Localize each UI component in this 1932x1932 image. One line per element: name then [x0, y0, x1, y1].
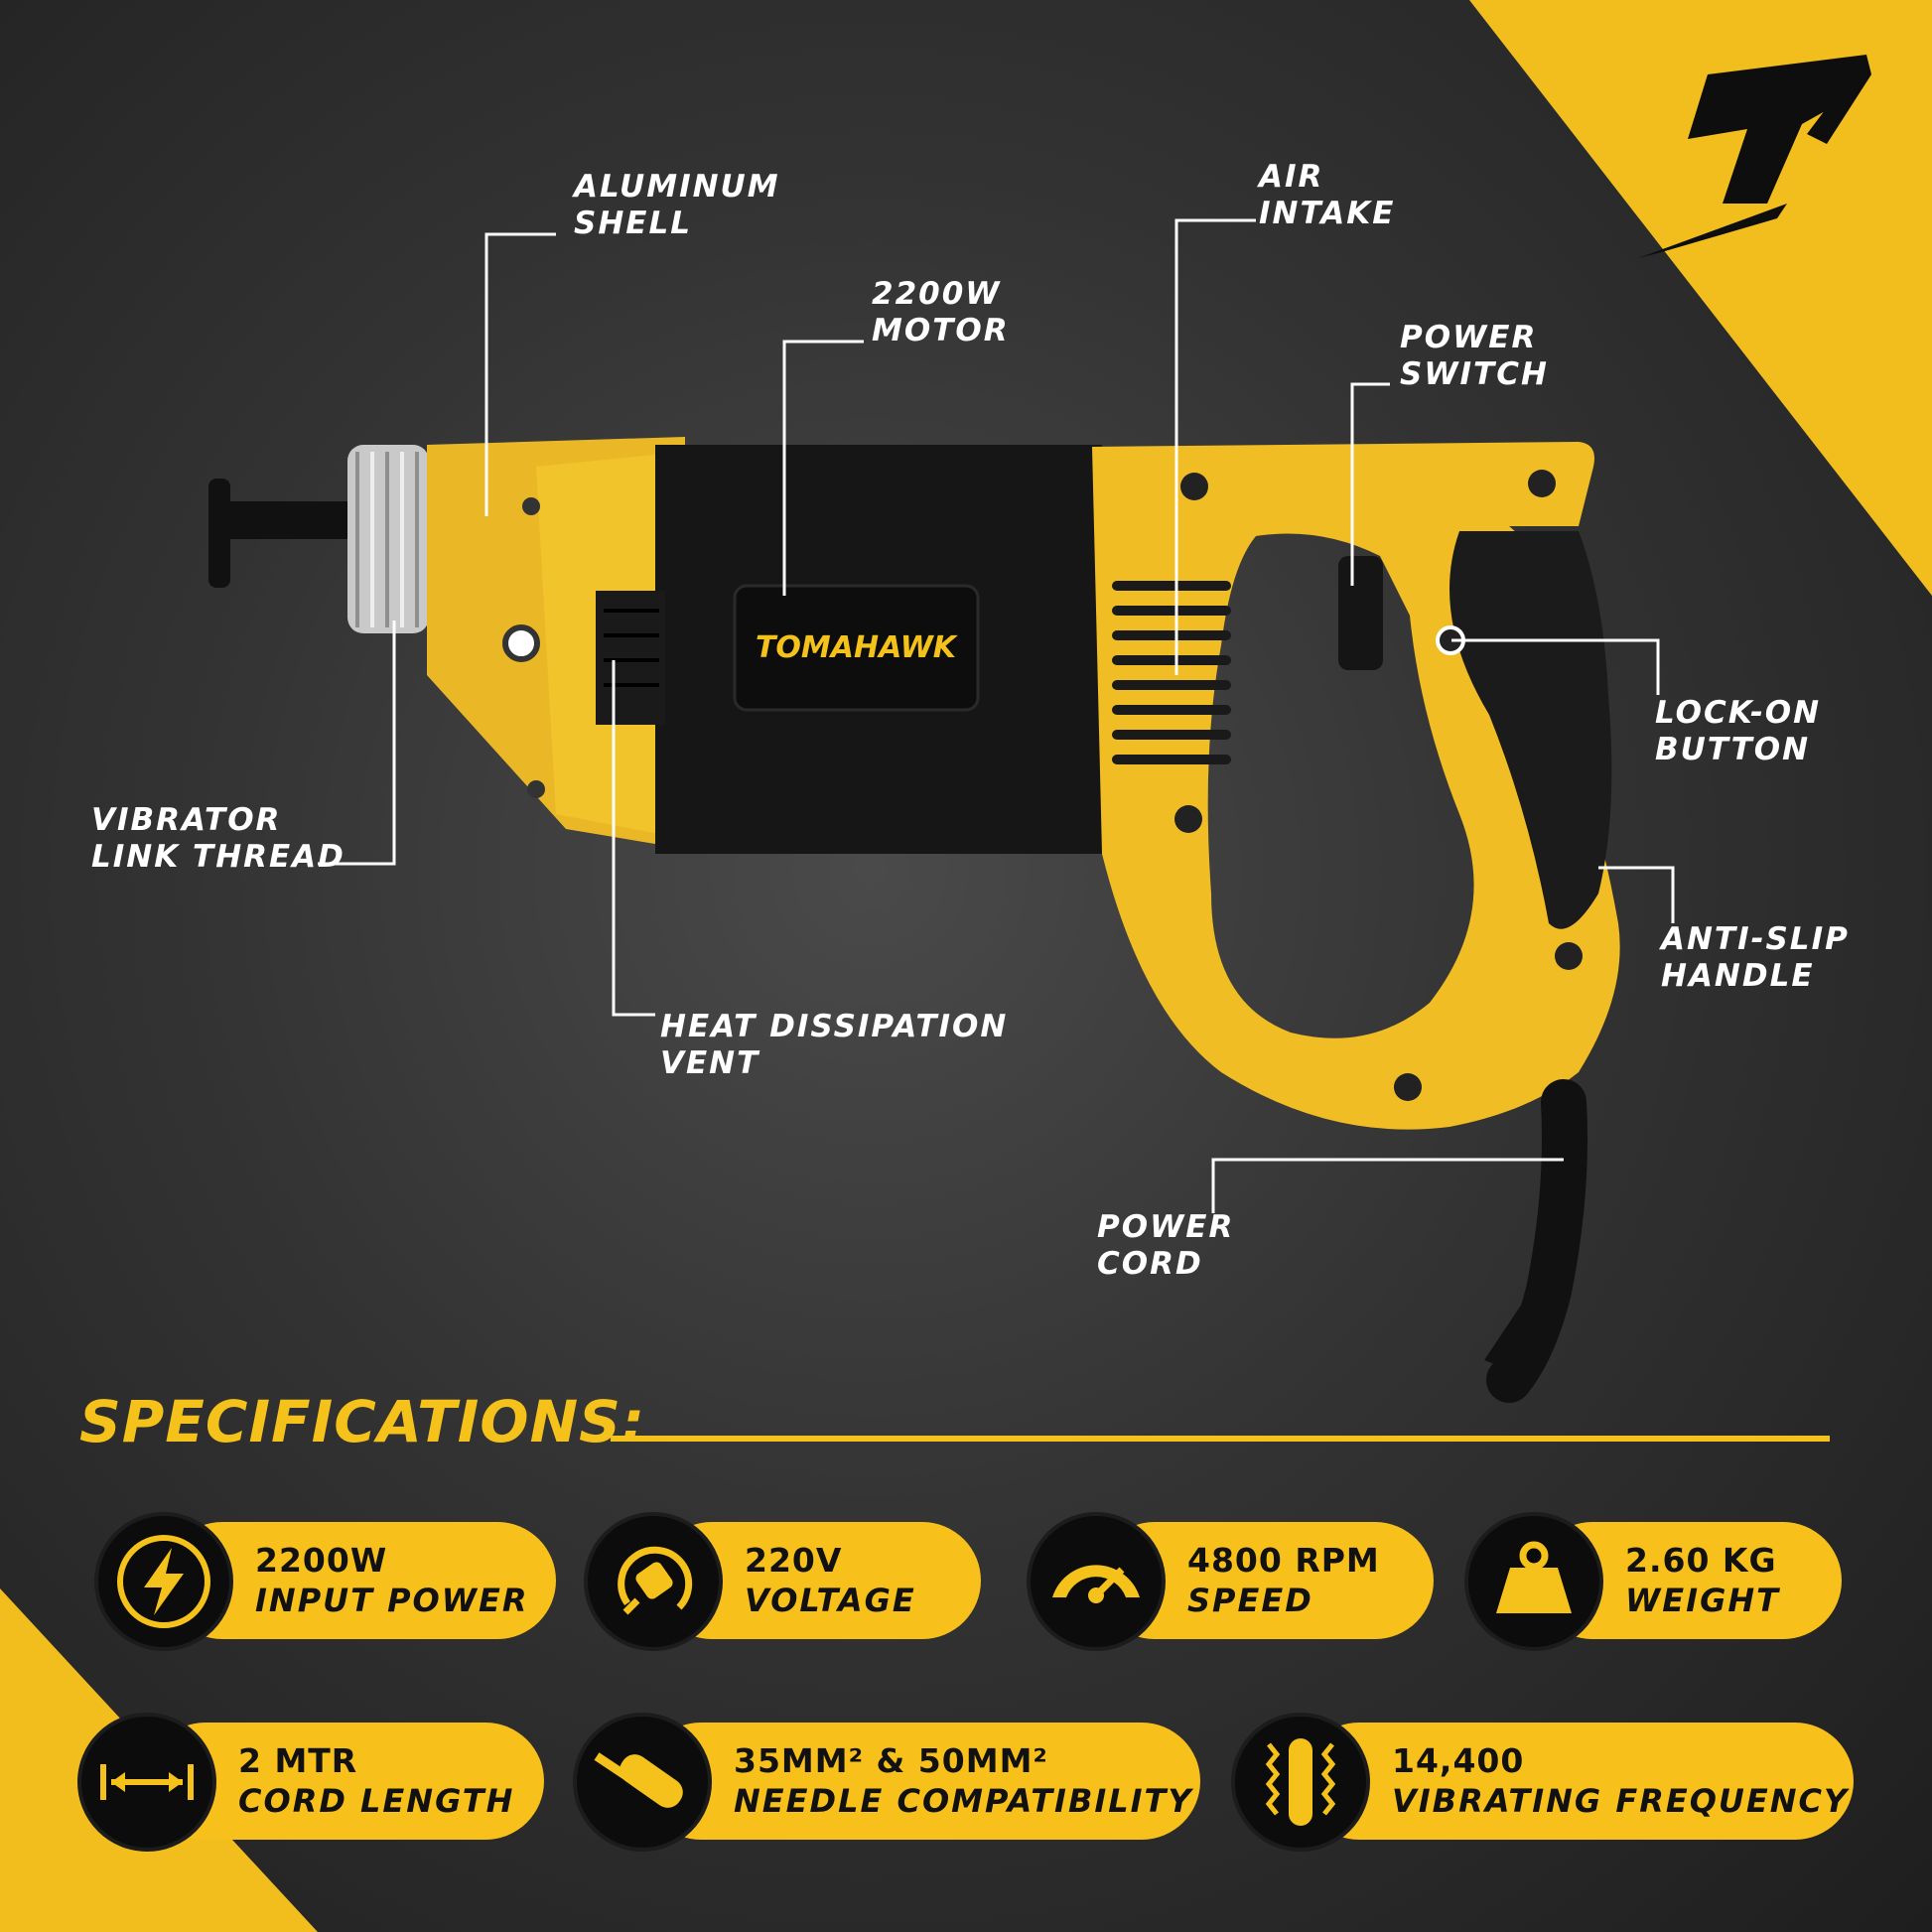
power-plug-icon [584, 1512, 723, 1651]
spec-value: 220V [745, 1541, 843, 1580]
spec-value: 2200W [255, 1541, 388, 1580]
callout-aluminum-shell: ALUMINUM SHELL [574, 169, 780, 242]
spec-label: VOLTAGE [745, 1582, 916, 1619]
spec-label: VIBRATING FREQUENCY [1392, 1782, 1850, 1820]
callout-heat-dissipation-vent-line2: VENT [660, 1045, 760, 1081]
brand-badge [733, 584, 980, 712]
spec-label: WEIGHT [1625, 1582, 1780, 1619]
callout-power-cord: POWER CORD [1097, 1209, 1234, 1283]
power-switch [1338, 556, 1383, 670]
specifications-divider [611, 1436, 1830, 1442]
shaft [213, 501, 352, 539]
spec-value: 2.60 KG [1625, 1541, 1777, 1580]
weight-icon [1464, 1512, 1603, 1651]
callout-motor-line2: MOTOR [872, 313, 1010, 348]
callout-heat-dissipation-vent: HEAT DISSIPATION VENT [660, 1009, 1008, 1082]
callout-power-switch-line1: POWER [1400, 320, 1538, 355]
callout-lock-on-button-line2: BUTTON [1655, 732, 1811, 767]
double-arrow-icon [77, 1713, 216, 1852]
callout-air-intake-line2: INTAKE [1259, 196, 1396, 231]
anti-slip-grip [1449, 531, 1612, 929]
spec-value: 2 MTR [238, 1741, 358, 1780]
callout-lock-on-button-line1: LOCK-ON [1655, 695, 1822, 731]
needle-icon [573, 1713, 712, 1852]
callout-motor: 2200W MOTOR [872, 276, 1010, 349]
callout-vibrator-link-thread-line1: VIBRATOR [91, 802, 282, 838]
spec-speed: 4800 RPM SPEED [1027, 1512, 1434, 1651]
spec-label: SPEED [1187, 1582, 1313, 1619]
callout-heat-dissipation-vent-line1: HEAT DISSIPATION [660, 1009, 1009, 1044]
spec-value: 14,400 [1392, 1741, 1525, 1780]
specifications-title: SPECIFICATIONS: [79, 1388, 646, 1455]
spec-label: CORD LENGTH [238, 1782, 515, 1820]
callout-motor-line1: 2200W [872, 276, 1002, 312]
spec-needle-compatibility: 35MM² & 50MM² NEEDLE COMPATIBILITY [573, 1713, 1200, 1852]
callout-lock-on-button: LOCK-ON BUTTON [1655, 695, 1821, 768]
speedometer-icon [1027, 1512, 1166, 1651]
brand-logo-mark [1638, 55, 1871, 258]
spec-value: 4800 RPM [1187, 1541, 1380, 1580]
lightning-bolt-icon [94, 1512, 233, 1651]
callout-power-switch-line2: SWITCH [1400, 356, 1549, 392]
spec-input-power: 2200W INPUT POWER [94, 1512, 556, 1651]
callout-aluminum-shell-line1: ALUMINUM [574, 169, 780, 205]
top-right-accent [1469, 0, 1932, 596]
callout-anti-slip-handle: ANTI-SLIP HANDLE [1661, 921, 1850, 995]
air-intake-slots [1112, 581, 1231, 764]
callout-power-cord-line1: POWER [1097, 1209, 1235, 1245]
power-cord [1486, 1079, 1587, 1403]
spec-label: INPUT POWER [255, 1582, 529, 1619]
callout-vibrator-link-thread-line2: LINK THREAD [91, 839, 345, 875]
callout-aluminum-shell-line2: SHELL [574, 206, 692, 241]
spec-label: NEEDLE COMPATIBILITY [734, 1782, 1193, 1820]
vibration-icon [1231, 1713, 1370, 1852]
callout-anti-slip-handle-line2: HANDLE [1661, 958, 1815, 994]
callout-power-cord-line2: CORD [1097, 1246, 1203, 1282]
callout-air-intake: AIR INTAKE [1259, 159, 1395, 232]
heat-vent [596, 591, 665, 725]
brand-logo-text: TOMAHAWK [756, 630, 959, 665]
callout-vibrator-link-thread: VIBRATOR LINK THREAD [91, 802, 345, 876]
shaft-cap [208, 479, 230, 588]
spec-value: 35MM² & 50MM² [734, 1741, 1048, 1780]
callout-anti-slip-handle-line1: ANTI-SLIP [1661, 921, 1850, 957]
spec-cord-length: 2 MTR CORD LENGTH [77, 1713, 544, 1852]
spec-weight: 2.60 KG WEIGHT [1464, 1512, 1842, 1651]
spec-vibrating-frequency: 14,400 VIBRATING FREQUENCY [1231, 1713, 1854, 1852]
spec-voltage: 220V VOLTAGE [584, 1512, 981, 1651]
thread-ridges [355, 452, 419, 627]
callout-power-switch: POWER SWITCH [1400, 320, 1549, 393]
callout-air-intake-line1: AIR [1259, 159, 1324, 195]
